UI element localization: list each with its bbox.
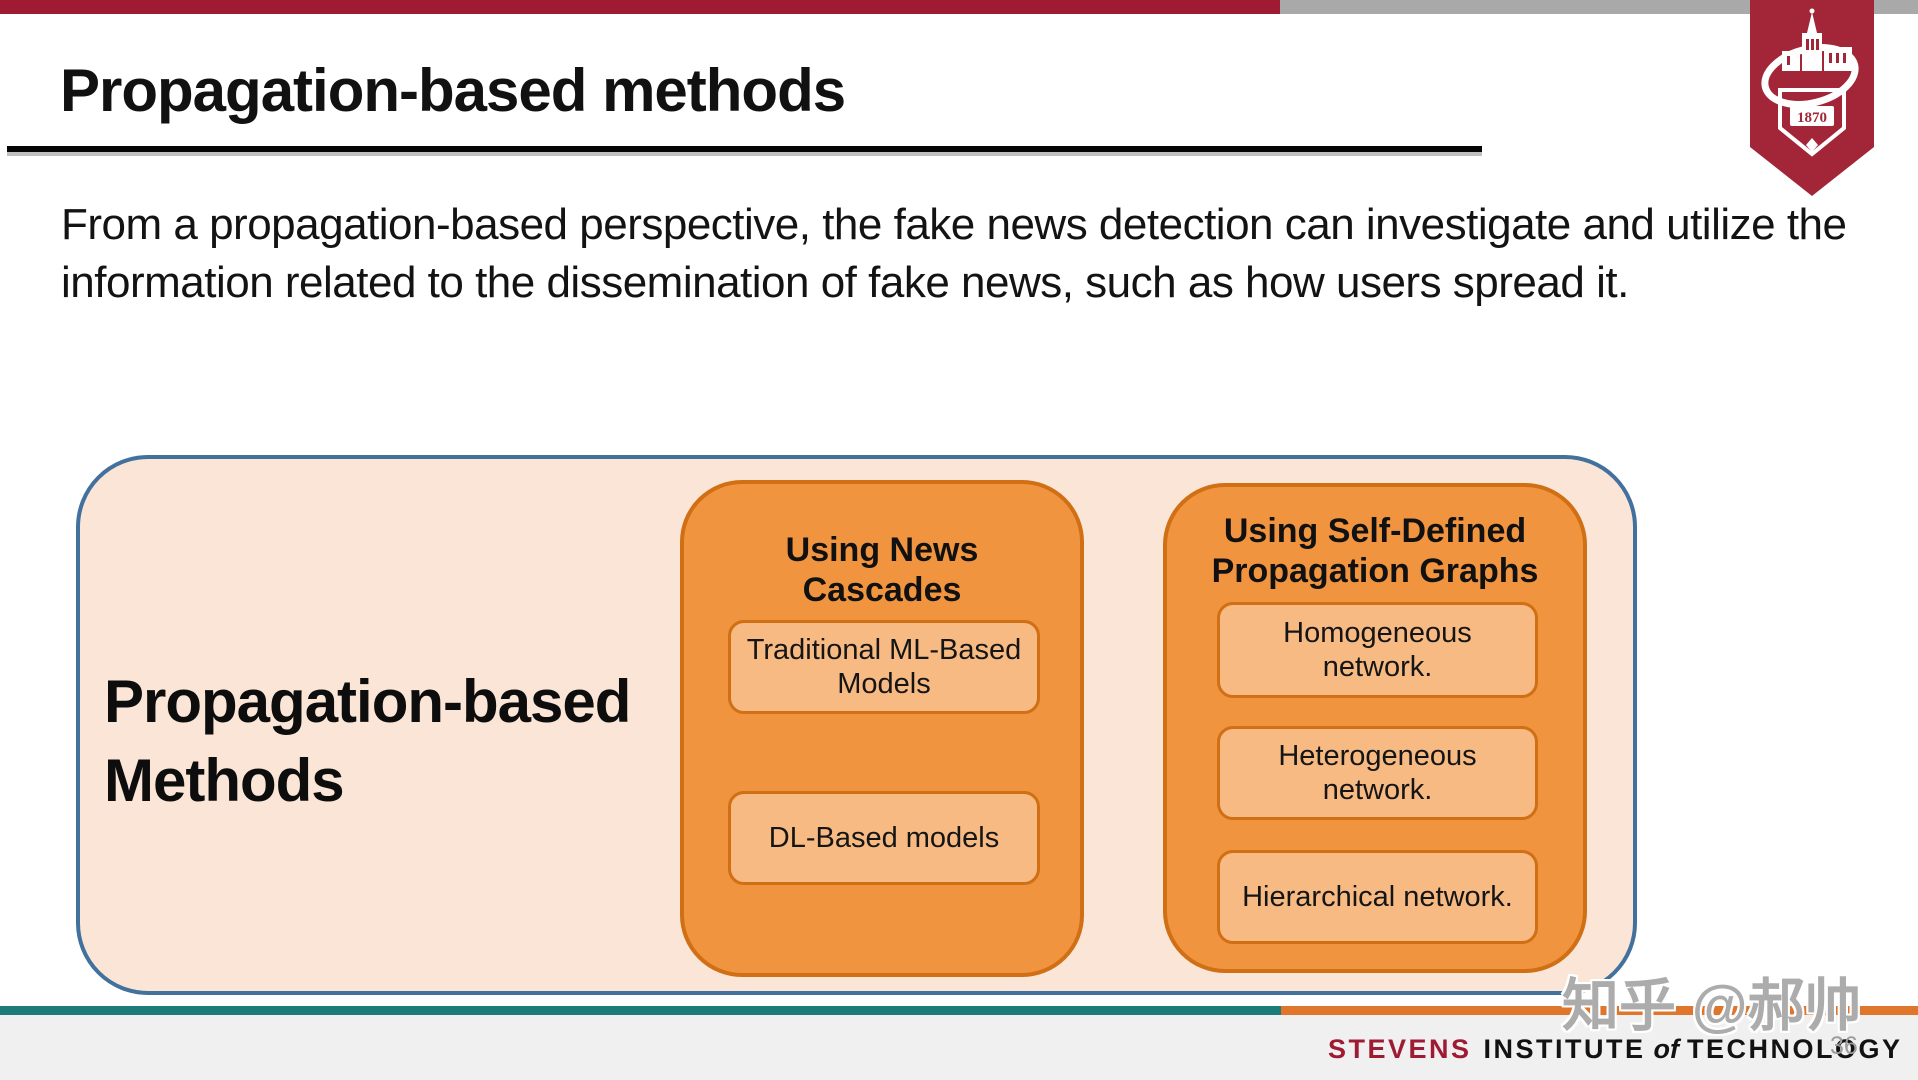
- bottom-accent-bar-orange: [1281, 1006, 1918, 1015]
- item-hierarchical-network: Hierarchical network.: [1217, 850, 1538, 944]
- bottom-accent-bar-teal: [0, 1006, 1281, 1015]
- footer-background: [0, 1015, 1918, 1080]
- title-underline: [7, 146, 1482, 152]
- group-news-cascades: Using News Cascades: [680, 480, 1084, 977]
- footer-brand-stevens: STEVENS: [1328, 1034, 1472, 1064]
- item-dl-based-models: DL-Based models: [728, 791, 1040, 885]
- item-traditional-ml-models: Traditional ML-Based Models: [728, 620, 1040, 714]
- item-homogeneous-network: Homogeneous network.: [1217, 602, 1538, 698]
- stevens-pennant-icon: 1870: [1750, 0, 1874, 196]
- slide-body-text: From a propagation-based perspective, th…: [61, 200, 1847, 307]
- group-propagation-graphs-title: Using Self-Defined Propagation Graphs: [1211, 512, 1539, 590]
- page-number: 36: [1830, 1032, 1858, 1060]
- footer-brand-of: of: [1653, 1034, 1680, 1064]
- stevens-logo: 1870: [1750, 0, 1874, 196]
- footer-brand-institute: INSTITUTE: [1483, 1034, 1646, 1064]
- item-heterogeneous-network: Heterogeneous network.: [1217, 726, 1538, 820]
- group-news-cascades-title: Using News Cascades: [785, 531, 979, 609]
- container-label: Propagation-based Methods: [104, 668, 631, 814]
- watermark-zhihu: 知乎 @郝帅: [1562, 974, 1862, 1038]
- top-accent-bar-maroon: [0, 0, 1280, 14]
- logo-year: 1870: [1797, 110, 1827, 126]
- footer-brand-technology: TECHNOLOGY: [1687, 1034, 1903, 1064]
- page-title: Propagation-based methods: [60, 57, 846, 124]
